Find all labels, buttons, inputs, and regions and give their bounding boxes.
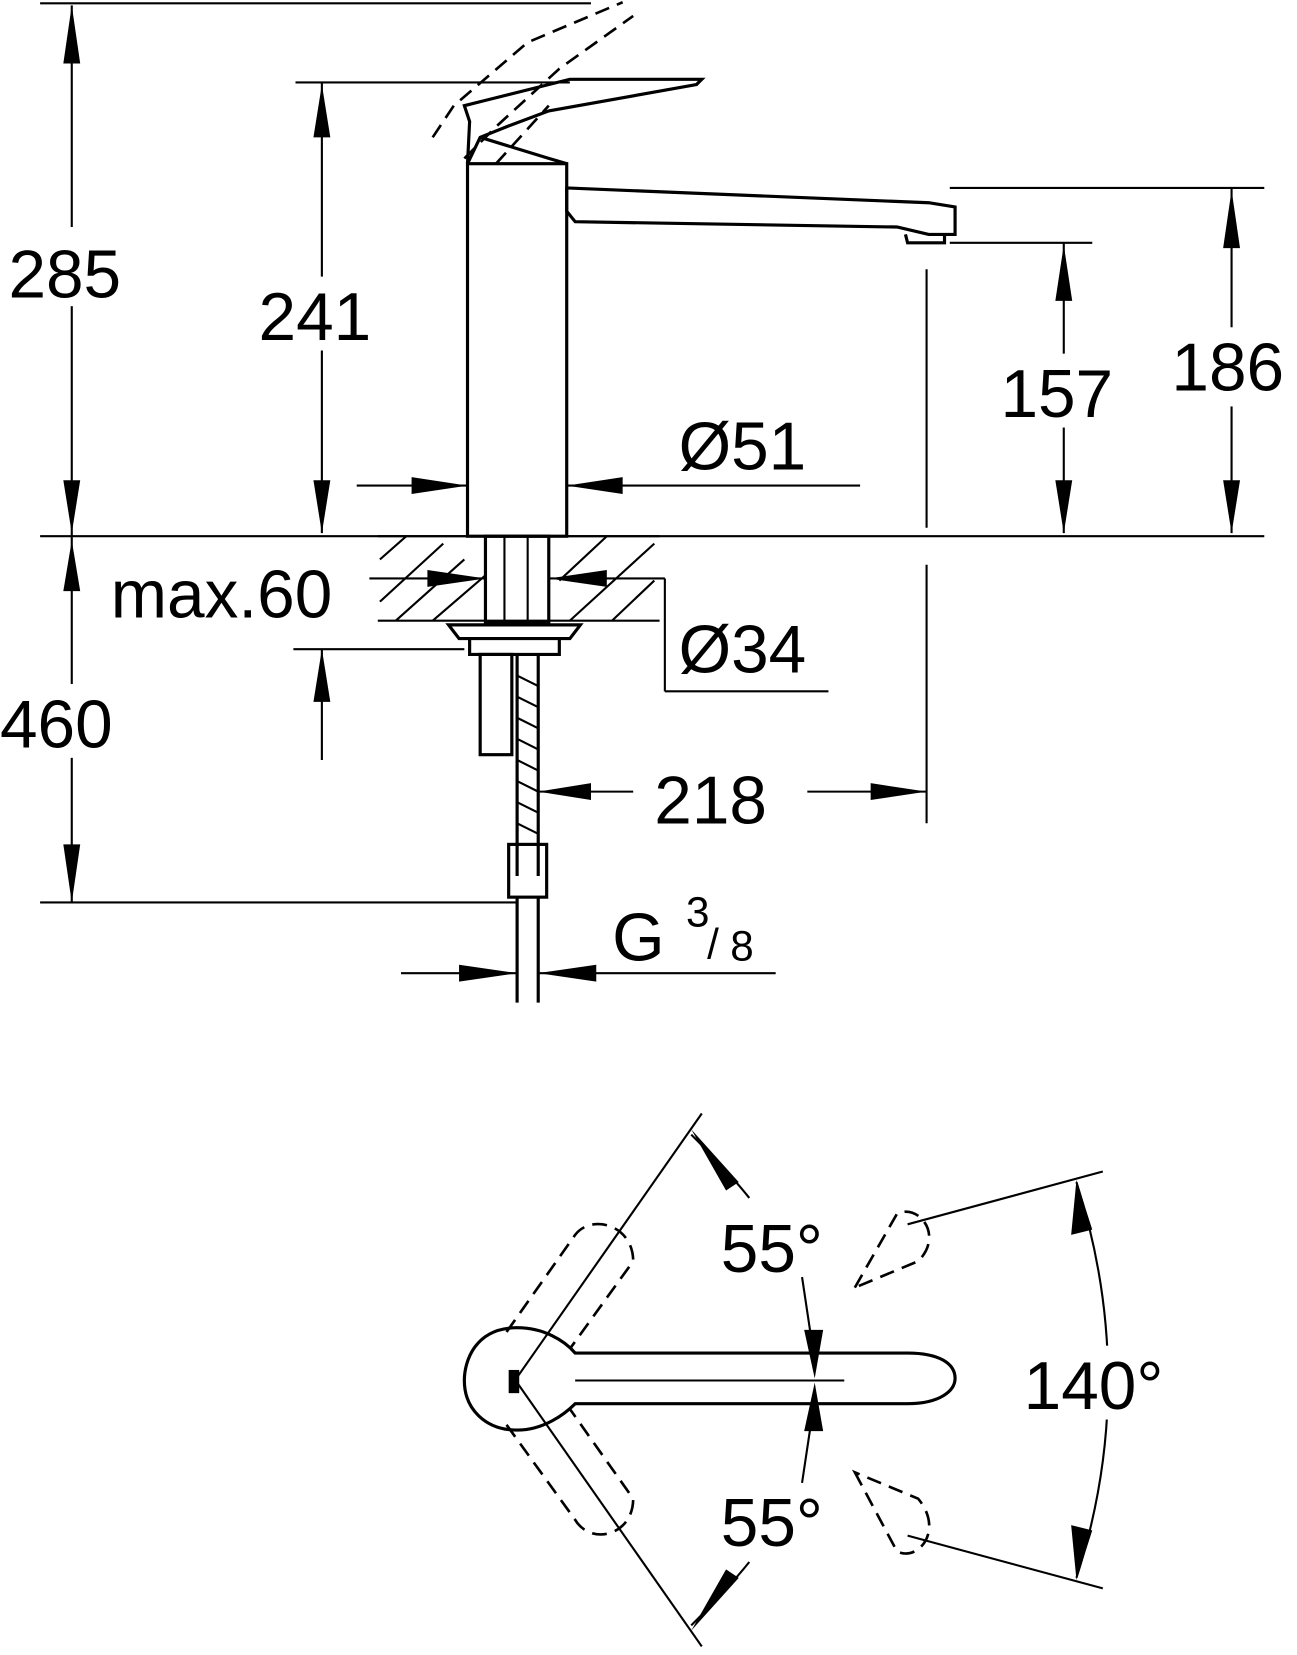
- dim-outlet-height: 157: [1000, 357, 1113, 432]
- dim-lever-height: 241: [259, 280, 372, 355]
- svg-text:/: /: [707, 920, 719, 967]
- angle-lower-swing: 55°: [721, 1486, 823, 1561]
- dim-spout-height: 186: [1171, 331, 1284, 406]
- dim-max-counter-thickness: max.60: [111, 557, 332, 632]
- faucet-side-view: 285 241 186 157 Ø51: [0, 1, 1297, 1003]
- dim-hole-diameter: Ø34: [679, 612, 807, 687]
- dim-thread-numerator: 3: [686, 889, 709, 936]
- dim-body-diameter: Ø51: [679, 410, 807, 485]
- dim-total-height: 285: [8, 238, 121, 313]
- dim-spout-reach: 218: [654, 763, 767, 838]
- faucet-top-view: 55° 55° 140°: [462, 1112, 1204, 1648]
- dim-thread-g: G: [612, 900, 665, 975]
- angle-upper-swing: 55°: [721, 1212, 823, 1287]
- dim-thread-denominator: 8: [730, 922, 753, 969]
- angle-total-swing: 140°: [1024, 1349, 1164, 1424]
- dim-hose-length: 460: [0, 687, 113, 762]
